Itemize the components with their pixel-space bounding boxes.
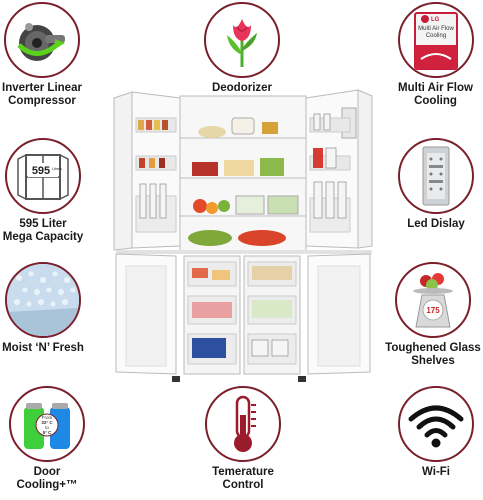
svg-text:Multi Air Flow: Multi Air Flow xyxy=(418,26,454,32)
airflow-label: Multi Air Flow Cooling xyxy=(398,82,473,107)
svg-text:Liters: Liters xyxy=(52,166,62,171)
moist-fresh-icon xyxy=(5,262,81,338)
compressor-icon xyxy=(4,2,80,78)
feature-deodorizer: Deodorizer xyxy=(197,2,287,95)
scale-icon: 175 xyxy=(395,262,471,338)
airflow-box-icon: LG Multi Air Flow Cooling xyxy=(397,2,474,78)
feature-temperature: Temerature Control xyxy=(198,386,288,492)
temperature-label: Temerature Control xyxy=(212,466,274,491)
svg-text:595: 595 xyxy=(32,165,50,177)
refrigerator-image xyxy=(113,89,373,382)
led-display-icon xyxy=(398,138,474,214)
tulip-icon xyxy=(204,2,280,78)
wifi-label: Wi-Fi xyxy=(422,466,450,478)
feature-led-display: Led Dislay xyxy=(393,138,479,231)
feature-capacity: 595 Liters 595 Liter Mega Capacity xyxy=(2,138,84,244)
feature-wifi: Wi-Fi xyxy=(393,386,479,479)
wifi-icon xyxy=(398,386,474,462)
capacity-label: 595 Liter Mega Capacity xyxy=(2,218,84,243)
feature-compressor: Inverter Linear Compressor xyxy=(2,2,82,108)
svg-text:From: From xyxy=(42,415,53,420)
svg-text:LG: LG xyxy=(431,17,440,23)
svg-text:Cooling: Cooling xyxy=(425,33,445,39)
led-display-label: Led Dislay xyxy=(407,218,465,230)
feature-moist-fresh: Moist ‘N’ Fresh xyxy=(2,262,84,355)
feature-door-cooling: From 32° C to 5° C Door Cooling+™ xyxy=(2,386,92,492)
svg-text:5° C: 5° C xyxy=(43,430,53,435)
cans-icon: From 32° C to 5° C xyxy=(9,386,85,462)
moist-fresh-label: Moist ‘N’ Fresh xyxy=(2,342,84,354)
capacity-icon: 595 Liters xyxy=(5,138,81,214)
svg-text:to: to xyxy=(45,425,49,430)
glass-shelves-label: Toughened Glass Shelves xyxy=(385,342,481,367)
deodorizer-label: Deodorizer xyxy=(211,82,273,94)
svg-text:32° C: 32° C xyxy=(41,420,53,425)
svg-text:175: 175 xyxy=(426,306,440,315)
feature-glass-shelves: 175 Toughened Glass Shelves xyxy=(383,262,483,368)
compressor-label: Inverter Linear Compressor xyxy=(2,82,82,107)
thermometer-icon xyxy=(205,386,281,462)
door-cooling-label: Door Cooling+™ xyxy=(16,466,78,491)
feature-airflow: LG Multi Air Flow Cooling Multi Air Flow… xyxy=(388,2,483,108)
